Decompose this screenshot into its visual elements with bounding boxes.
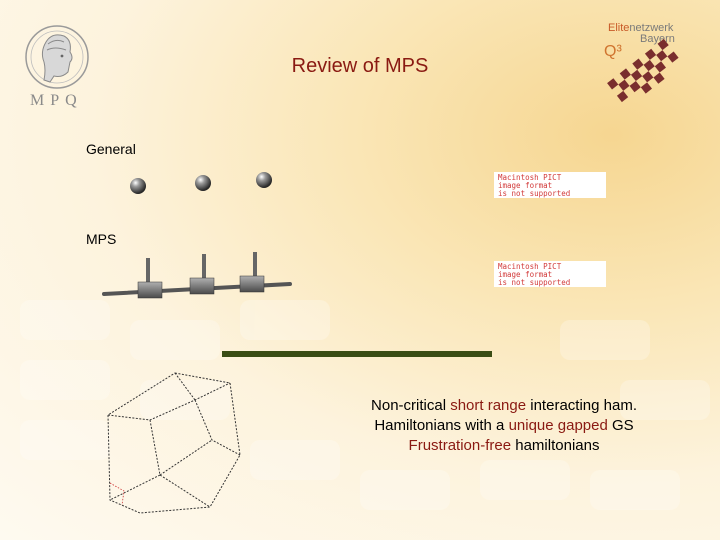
elitenetzwerk-logo-line1: Elitenetzwerk	[608, 22, 674, 34]
text-line-1: Non-critical short range interacting ham…	[371, 397, 637, 414]
mpq-logo	[25, 25, 89, 89]
pict-placeholder-1: Macintosh PICT image format is not suppo…	[494, 172, 606, 198]
q3-mark: Q³	[604, 43, 622, 60]
label-general: General	[86, 141, 136, 157]
mpq-logo-text: MPQ	[30, 92, 83, 109]
polyhedron-wireframe	[107, 372, 241, 514]
mps-chain-illustration	[102, 252, 292, 299]
label-mps: MPS	[86, 231, 117, 247]
slide-title: Review of MPS	[291, 55, 429, 77]
text-line-3: Frustration-free hamiltonians	[408, 437, 600, 454]
text-block: Non-critical short range interacting ham…	[340, 396, 668, 456]
pict-placeholder-2: Macintosh PICT image format is not suppo…	[494, 261, 606, 287]
sphere-3	[256, 172, 272, 188]
elitenetzwerk-logo: Q³	[604, 38, 679, 103]
divider-bar	[222, 351, 492, 357]
sphere-2	[195, 175, 211, 191]
text-line-2: Hamiltonians with a unique gapped GS	[374, 417, 634, 434]
sphere-1	[130, 178, 146, 194]
